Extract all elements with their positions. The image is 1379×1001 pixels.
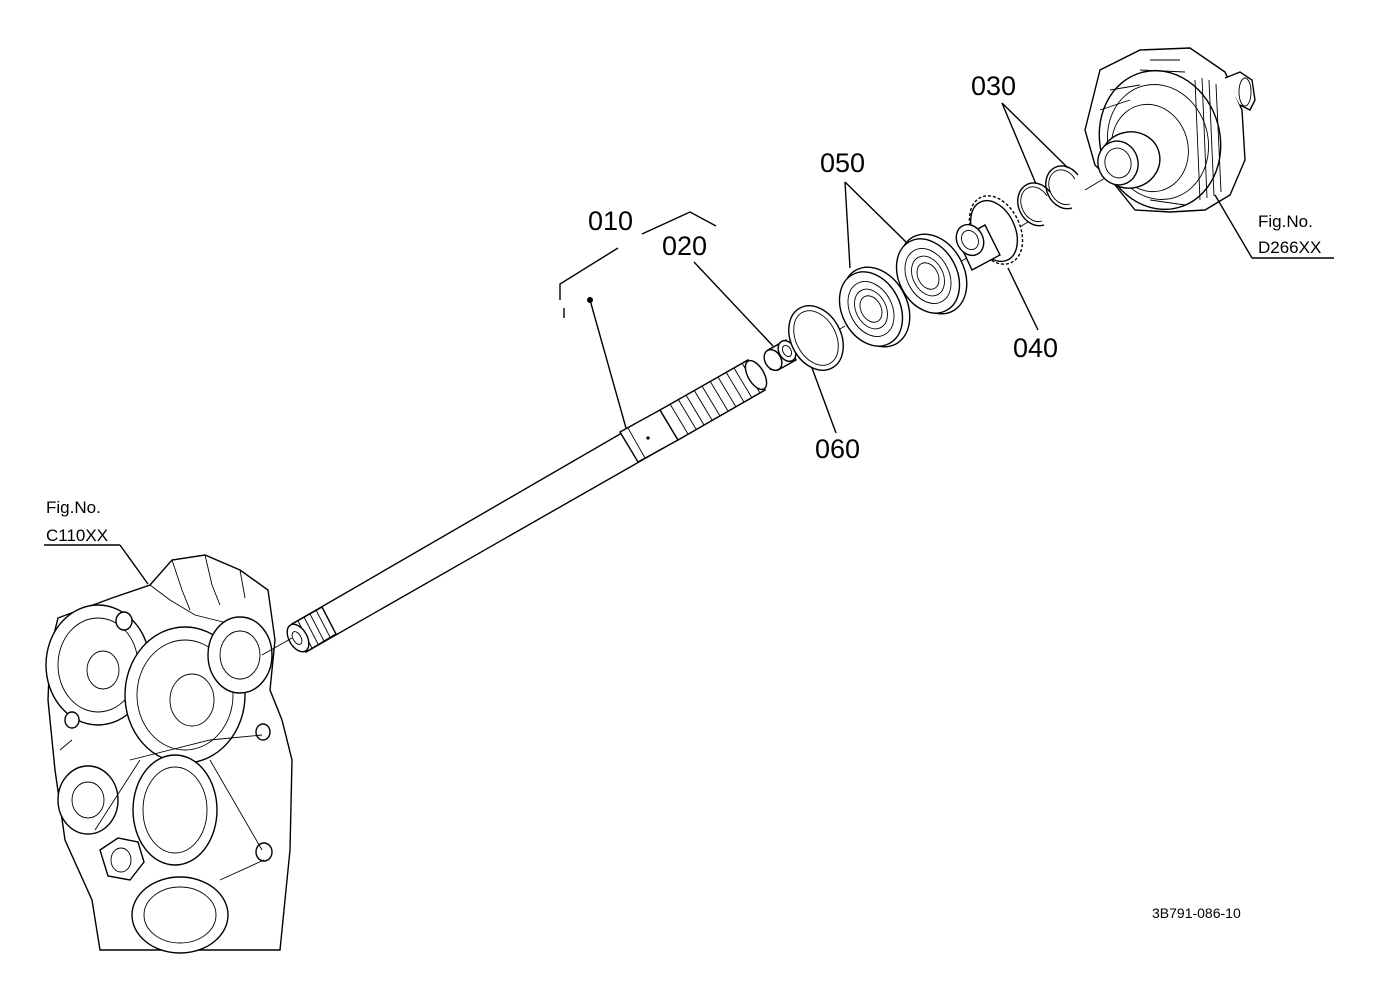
clutch-pack-housing	[1084, 47, 1256, 213]
external-circlip-1	[1017, 182, 1051, 227]
pto-shaft	[286, 359, 768, 653]
internal-circlip	[788, 305, 844, 371]
drawing-code: 3B791-086-10	[1152, 905, 1241, 921]
leader-lines	[44, 102, 1334, 585]
callout-020: 020	[662, 231, 707, 261]
bevel-gear	[955, 195, 1024, 271]
external-circlip-2	[1045, 165, 1079, 210]
callout-030: 030	[971, 71, 1016, 101]
fig-ref-right-number: D266XX	[1258, 238, 1321, 257]
bush-part	[763, 339, 797, 372]
fig-ref-left-label: Fig.No.	[46, 498, 101, 517]
ball-bearing-1	[838, 266, 911, 348]
transmission-case-housing	[45, 554, 293, 954]
fig-ref-right-label: Fig.No.	[1258, 212, 1313, 231]
callout-060: 060	[815, 434, 860, 464]
callout-010: 010	[588, 206, 633, 236]
ball-bearing-2	[895, 233, 968, 315]
callout-050: 050	[820, 148, 865, 178]
callout-040: 040	[1013, 333, 1058, 363]
fig-ref-left-number: C110XX	[46, 526, 108, 545]
leader-dot-010	[587, 297, 593, 303]
